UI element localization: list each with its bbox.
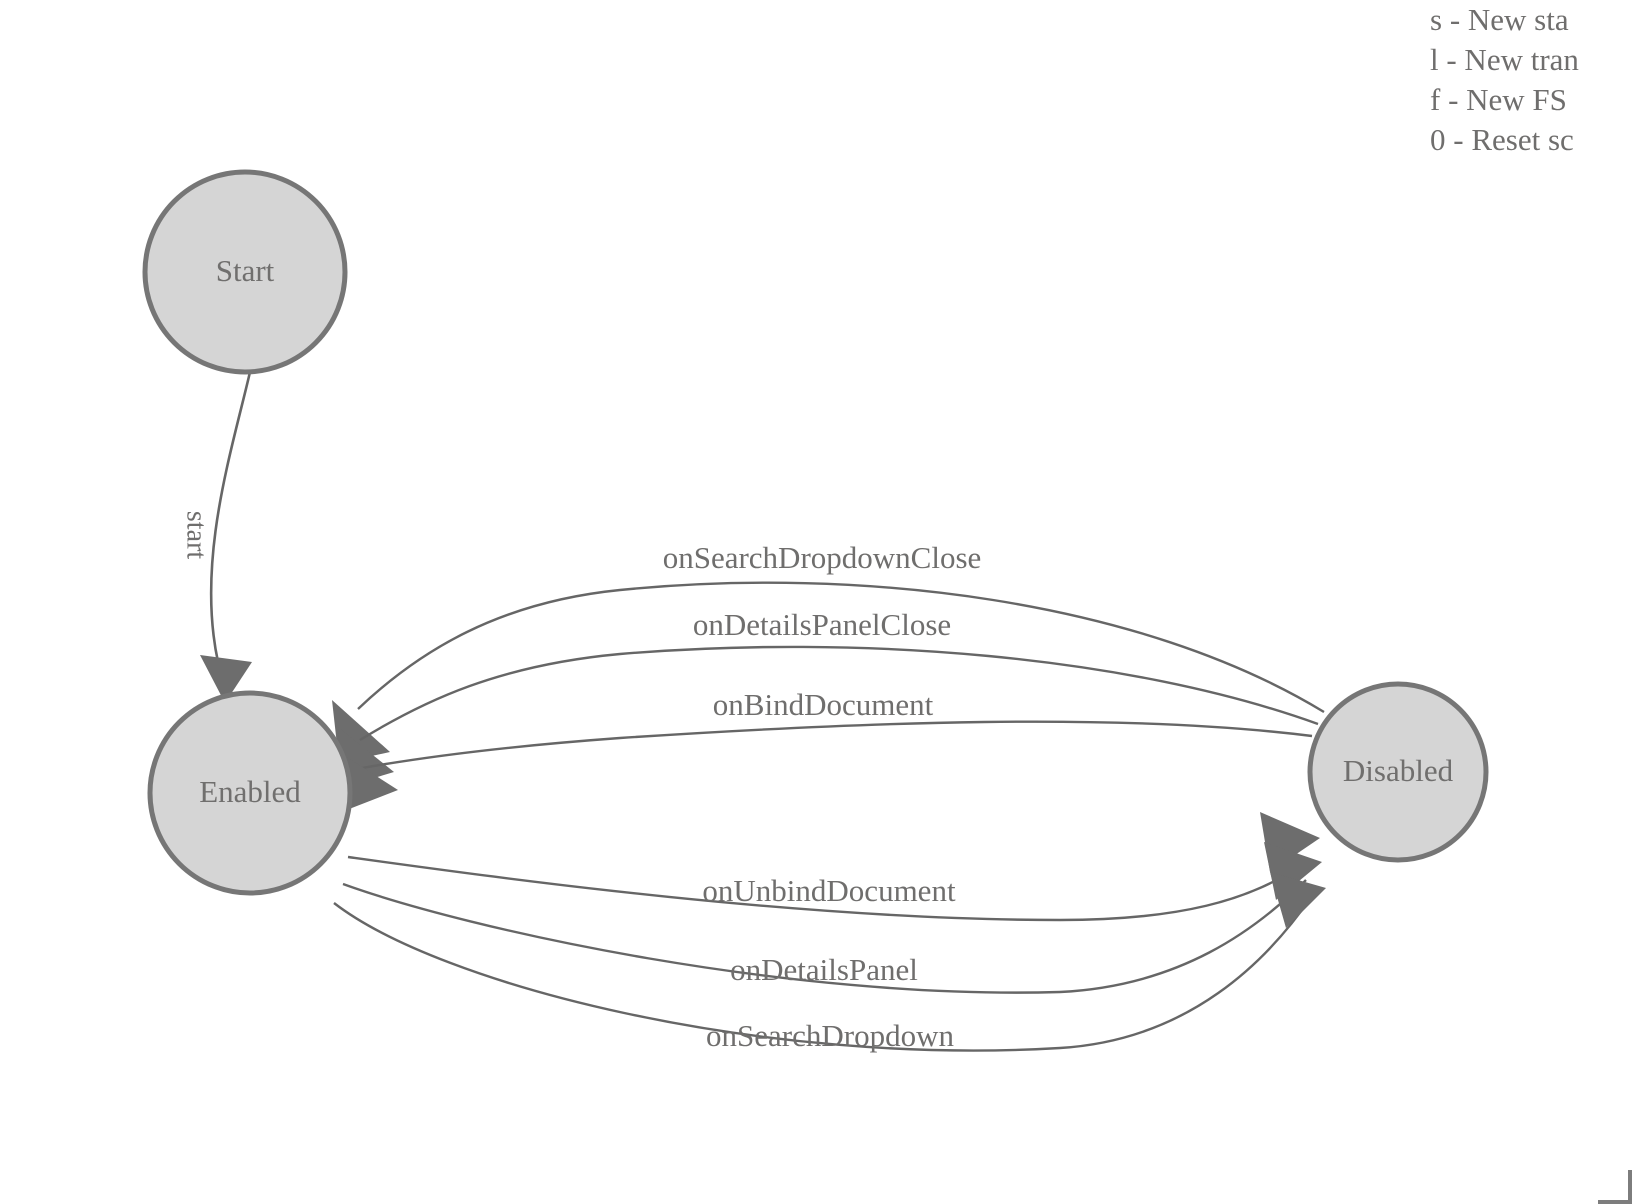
state-node-start[interactable]: Start [142,169,348,375]
transition-start-to-enabled[interactable] [200,371,252,703]
state-circle[interactable] [142,169,348,375]
state-node-disabled[interactable]: Disabled [1307,681,1489,863]
arrowhead [200,655,252,703]
state-circle[interactable] [1307,681,1489,863]
transition-path[interactable] [342,879,1307,994]
panel-corner-horizontal-line [1598,1200,1632,1204]
state-circle[interactable] [147,690,353,896]
state-label: Start [216,253,275,288]
arrowhead [342,754,398,811]
transition-label-start: start [181,511,212,559]
legend-line-new-state: s - New sta [1430,2,1569,37]
transition-enabled-to-disabled-onsearchdropdown[interactable] [333,872,1326,1052]
transition-label-onbinddocument: onBindDocument [713,687,934,722]
legend-line-new-fsm: f - New FS [1430,82,1567,117]
transition-path[interactable] [357,581,1325,714]
transition-path[interactable] [347,855,1301,922]
state-label: Enabled [199,774,301,809]
transition-path[interactable] [361,720,1313,770]
state-node-enabled[interactable]: Enabled [147,690,353,896]
transition-disabled-to-enabled-onbinddocument[interactable] [342,720,1313,811]
transition-path[interactable] [209,371,252,663]
keyboard-shortcuts-legend: s - New sta l - New tran f - New FS 0 - … [1430,0,1632,160]
transition-label-ondetailspanel: onDetailsPanel [730,952,918,987]
transition-label-ondetailspanelclose: onDetailsPanelClose [693,607,951,642]
state-label: Disabled [1343,753,1454,788]
legend-line-new-transition: l - New tran [1430,42,1579,77]
transition-label-onsearchdropdown: onSearchDropdown [706,1018,954,1053]
transition-label-onsearchdropdownclose: onSearchDropdownClose [663,540,982,575]
transition-label-onunbinddocument: onUnbindDocument [702,873,956,908]
transition-path[interactable] [359,645,1319,742]
arrowhead [1270,872,1326,928]
panel-corner-vertical-line [1628,1170,1632,1204]
transition-path[interactable] [333,895,1313,1052]
legend-line-reset-scale: 0 - Reset sc [1430,122,1574,157]
